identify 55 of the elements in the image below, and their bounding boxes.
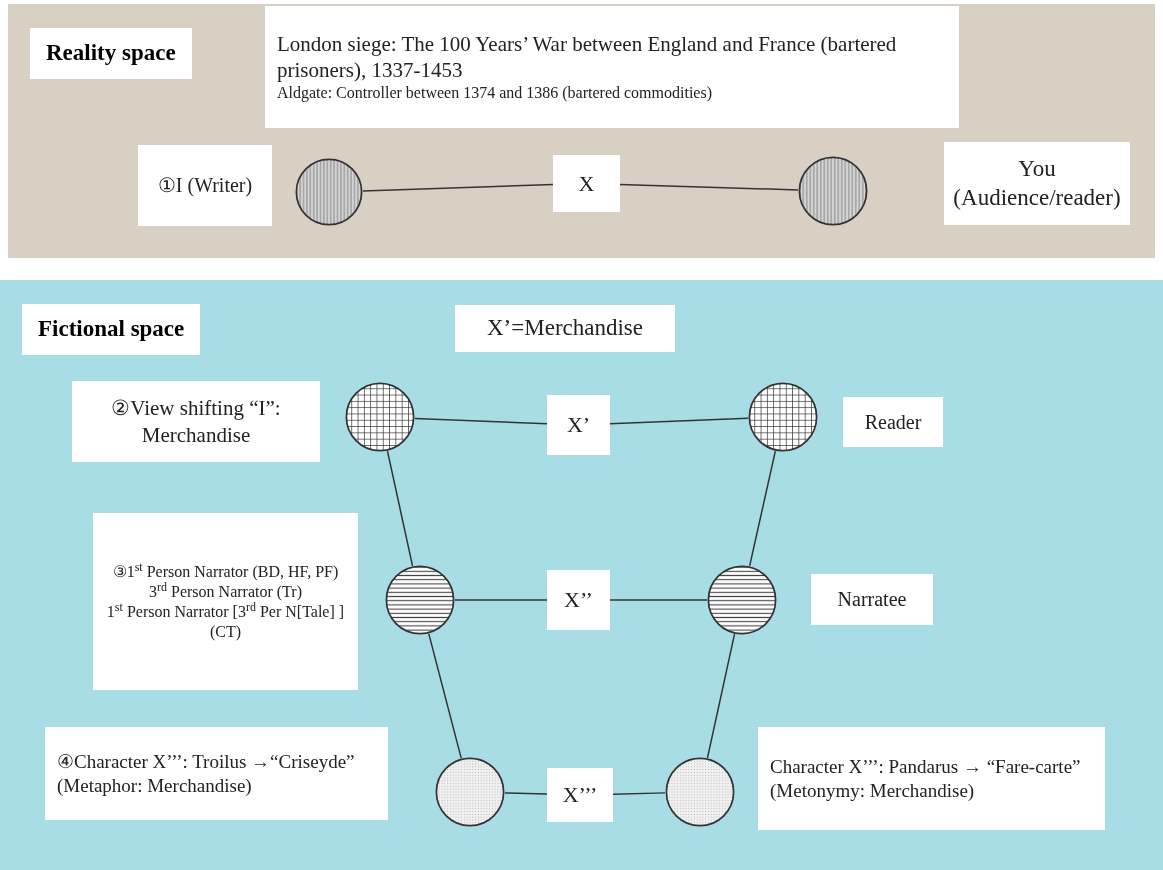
- node-text: X’=Merchandise: [487, 314, 643, 343]
- connector-line: [609, 417, 749, 425]
- hatched-circle: [385, 565, 455, 635]
- connector-line: [504, 792, 548, 795]
- node-text: X’’: [564, 586, 593, 614]
- text-box: [547, 395, 610, 455]
- text-box: [138, 145, 272, 226]
- node-text: You (Audience/reader): [953, 154, 1121, 212]
- connector-line: [609, 599, 708, 601]
- hatched-circle: [707, 565, 777, 635]
- panel-heading: Reality space: [30, 28, 192, 79]
- text-box: [944, 142, 1130, 225]
- text-box: [455, 305, 675, 352]
- node-text: 1$^{st}$ Person Narrator [3$^{rd}$ Per N[Tale] ] (CT): [105, 601, 346, 642]
- node-text: Aldgate: Controller between 1374 and 1386 (bartered commodities): [277, 83, 712, 104]
- text-box: [547, 570, 610, 630]
- connector-line: [386, 450, 414, 567]
- node-text: X’’’: [562, 781, 598, 809]
- text-box: [553, 155, 620, 212]
- node-text: Reader: [864, 409, 922, 435]
- node-text: X’: [566, 411, 591, 439]
- hatched-circle: [665, 757, 735, 827]
- node-text: ①I (Writer): [157, 173, 253, 198]
- text-box: [547, 768, 613, 822]
- node-text: London siege: The 100 Years’ War between England and France (bartered prisoners), 1337-1453: [277, 30, 898, 84]
- text-box: [93, 513, 358, 690]
- node-text: ③1$^{st}$ Person Narrator (BD, HF, PF): [112, 561, 339, 582]
- space-panel: [8, 4, 1155, 258]
- panel-heading: Fictional space: [22, 304, 201, 355]
- node-text: ④Character X’’’: Troilus →“Criseyde” (Metaphor: Merchandise): [57, 749, 356, 798]
- node-text: ②View shifting “I”: Merchandise: [110, 395, 282, 448]
- text-box: [45, 727, 388, 820]
- connector-line: [454, 599, 548, 601]
- connector-line: [428, 633, 462, 759]
- hatched-circle: [748, 382, 818, 452]
- connector-line: [612, 792, 666, 795]
- hatched-circle: [798, 156, 868, 226]
- hatched-circle: [435, 757, 505, 827]
- space-panel: [0, 280, 1163, 870]
- node-text: Character X’’’: Pandarus → “Fare-carte” (Metonymy: Merchandise): [770, 754, 1082, 803]
- connector-line: [414, 417, 548, 425]
- connector-line: [706, 633, 736, 759]
- node-text: Narratee: [837, 587, 907, 612]
- text-box: [72, 381, 320, 462]
- hatched-circle: [295, 158, 363, 226]
- hatched-circle: [345, 382, 415, 452]
- node-text: 3$^{rd}$ Person Narrator (Tr): [149, 581, 302, 602]
- connector-line: [619, 183, 799, 191]
- text-box: [843, 397, 943, 447]
- connector-line: [362, 183, 554, 192]
- text-box: [758, 727, 1105, 830]
- text-box: [265, 6, 959, 128]
- connector-line: [748, 450, 777, 567]
- text-box: [811, 574, 933, 625]
- node-text: X: [578, 169, 595, 198]
